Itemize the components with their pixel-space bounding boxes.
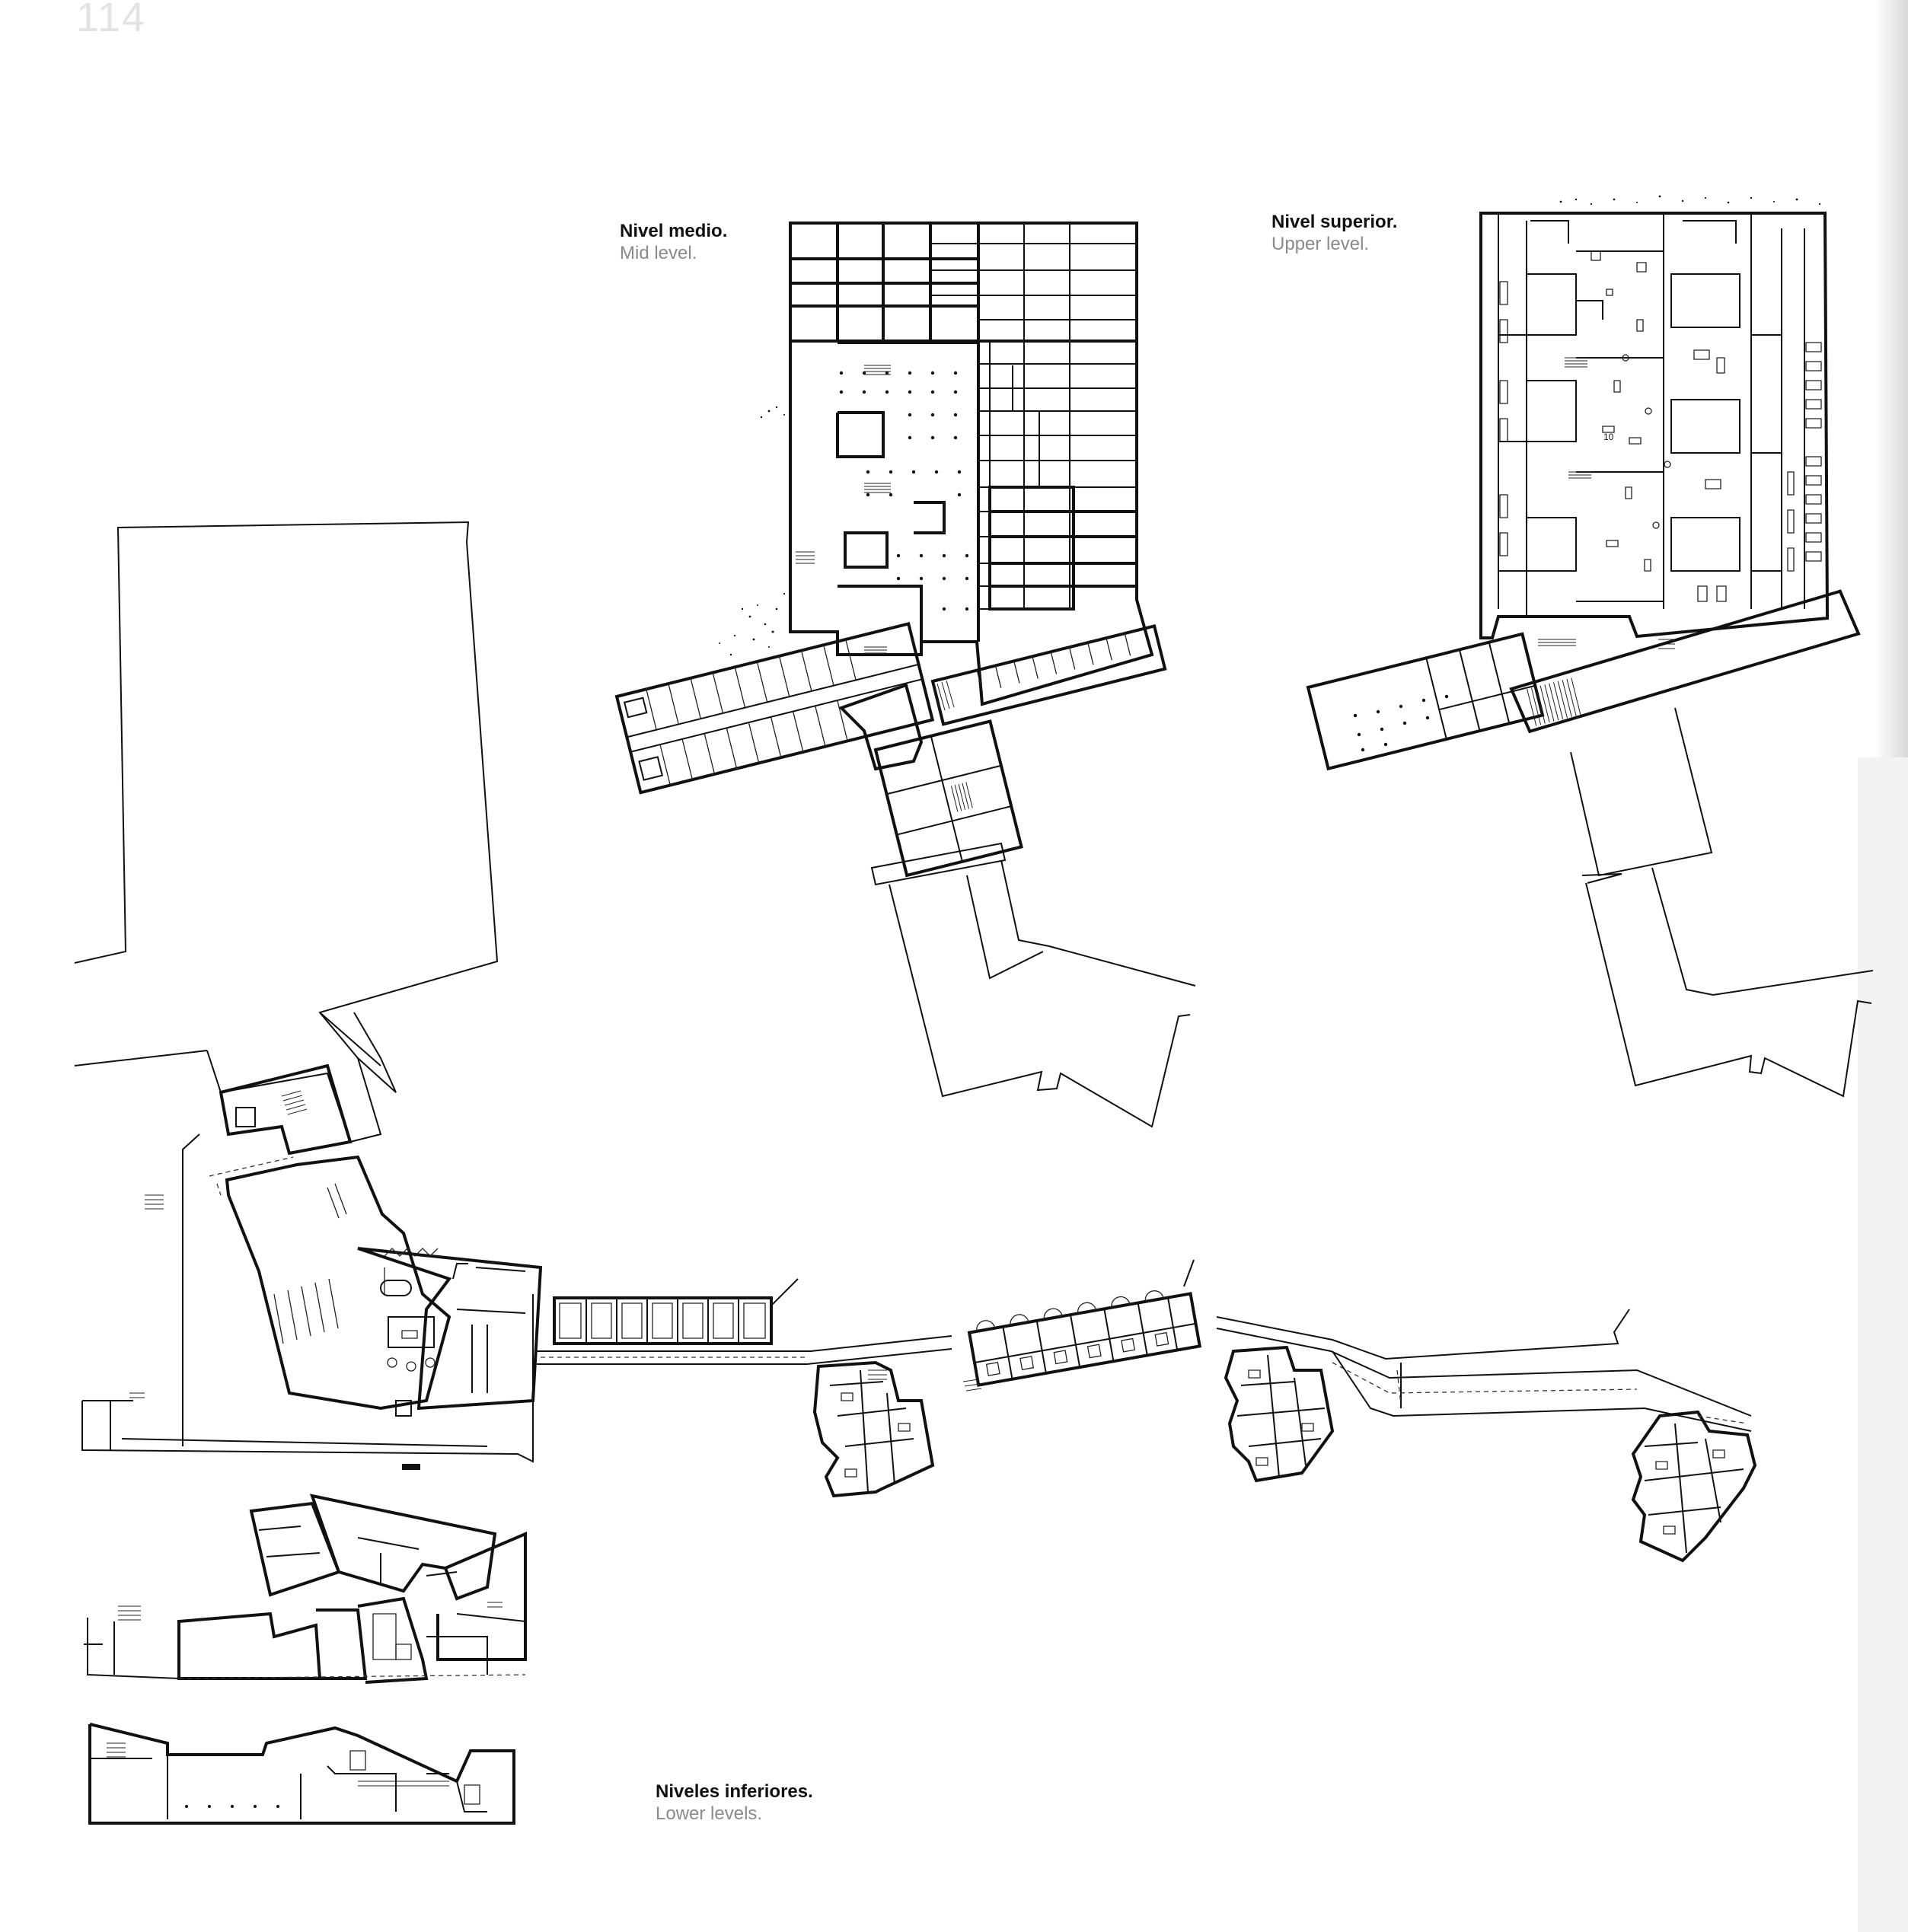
mid-vegetation	[719, 406, 786, 656]
lower-site-outline	[75, 522, 497, 1092]
mid-left-wing	[617, 623, 933, 792]
lower-levels-title-es: Niveles inferiores.	[656, 1781, 813, 1802]
upper-stairs	[1538, 358, 1675, 649]
section-columns	[185, 1805, 279, 1808]
upper-furniture	[1500, 251, 1821, 601]
mid-level-label: Nivel medio. Mid level.	[620, 221, 727, 265]
lower-entrance-block	[221, 1066, 350, 1153]
upper-level-title-es: Nivel superior.	[1271, 212, 1398, 232]
lower-levels-ground-plan	[75, 522, 1755, 1561]
lower-path-2	[1217, 1309, 1751, 1431]
mid-level-title-es: Nivel medio.	[620, 221, 728, 241]
mid-junction	[841, 685, 921, 769]
lower-upper-link	[207, 1050, 381, 1142]
lower-path-1	[537, 1336, 952, 1364]
mid-level-title-en: Mid level.	[620, 242, 697, 263]
lower-levels-section	[90, 1724, 514, 1823]
lower-apartment-cluster-1	[815, 1363, 933, 1496]
lower-service-block	[358, 1248, 541, 1416]
upper-right-wing	[1508, 589, 1862, 733]
lower-levels-label: Niveles inferiores. Lower levels.	[656, 1781, 813, 1825]
upper-interior-walls	[1498, 213, 1804, 617]
upper-room-number: 10	[1603, 432, 1614, 442]
mid-right-wing-lower	[876, 722, 1022, 875]
lower-levels-basement-plan	[84, 1496, 525, 1682]
mid-ground-outline	[889, 860, 1195, 1127]
lower-apartment-cluster-3	[1633, 1412, 1755, 1561]
lower-left-ramp	[145, 1195, 164, 1209]
upper-ground-outline	[1571, 708, 1873, 1096]
upper-level-plan: 10	[1308, 195, 1873, 1096]
mid-stair-core-right	[933, 681, 954, 712]
mid-interior-walls	[838, 343, 1137, 642]
upper-main-outline	[1481, 213, 1827, 638]
mid-columns	[839, 371, 969, 611]
mid-cells-thin	[930, 223, 1137, 609]
lower-slab-mark	[404, 1465, 419, 1468]
upper-left-wing	[1308, 634, 1543, 769]
mid-cells-thick	[790, 223, 1137, 341]
lower-cells-row-1	[554, 1279, 798, 1344]
upper-level-title-en: Upper level.	[1271, 233, 1370, 254]
upper-level-label: Nivel superior. Upper level.	[1271, 212, 1397, 256]
upper-wing-columns	[1353, 694, 1449, 752]
lower-apartment-cluster-2	[1226, 1347, 1332, 1481]
page-binding-shadow-lower	[1858, 757, 1908, 1932]
mid-entry	[872, 843, 1005, 885]
lower-slab-edge	[122, 1439, 487, 1446]
mid-stairs	[796, 365, 891, 653]
lower-hall-wing	[209, 1157, 449, 1408]
page-number: 114	[76, 0, 147, 40]
lower-levels-title-en: Lower levels.	[656, 1803, 763, 1824]
mid-level-plan	[617, 223, 1195, 1127]
lower-cells-row-2	[968, 1285, 1200, 1385]
lower-base-slab	[82, 1134, 533, 1462]
upper-vegetation	[1559, 195, 1821, 206]
